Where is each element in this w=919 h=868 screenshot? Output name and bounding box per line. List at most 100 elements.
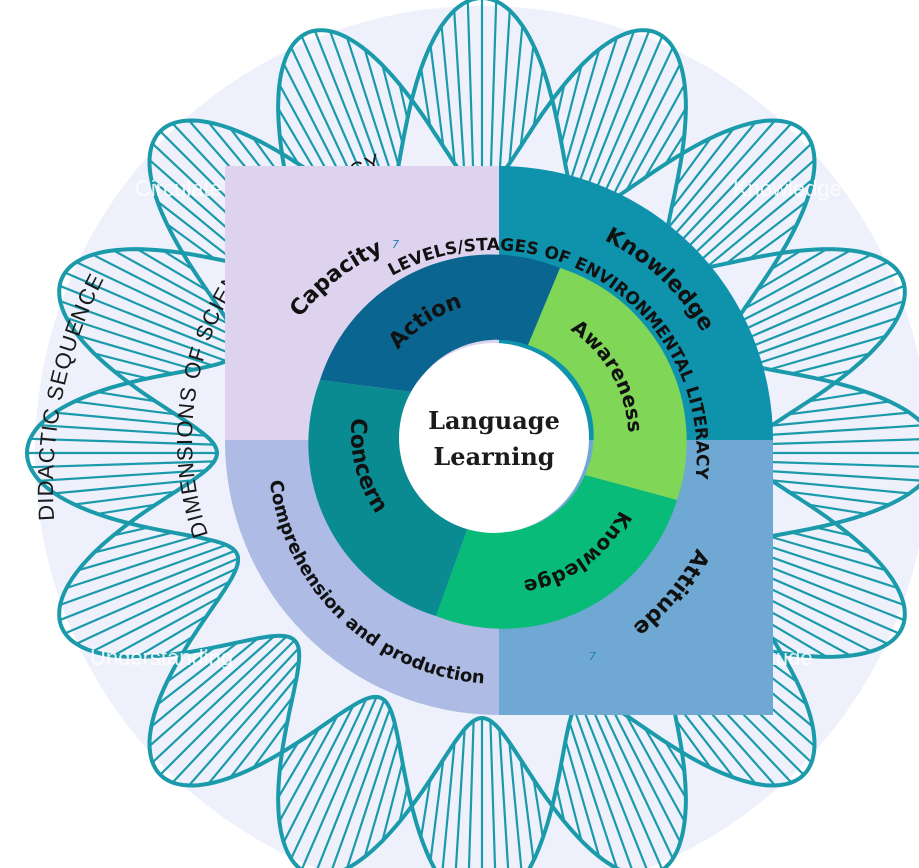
- helix-rung: [643, 727, 687, 799]
- helix-rung: [770, 635, 802, 657]
- helix-rung: [156, 641, 239, 706]
- helix-rung: [429, 759, 445, 861]
- helix-rung: [171, 647, 300, 784]
- helix-rung: [278, 133, 300, 165]
- center-title-line2: Learning: [433, 442, 554, 471]
- helix-rung: [750, 316, 898, 367]
- helix-rung: [676, 142, 813, 271]
- helix-rung: [519, 45, 535, 147]
- mark-b: 7: [589, 650, 596, 663]
- helix-rung: [441, 742, 456, 868]
- helix-rung: [59, 543, 227, 606]
- helix-rung: [560, 762, 583, 842]
- helix-rung: [728, 284, 905, 357]
- helix-rung: [758, 469, 919, 482]
- helix-rung: [791, 352, 871, 375]
- helix-rung: [229, 696, 294, 779]
- helix-rung: [688, 159, 816, 271]
- helix-rung: [727, 261, 889, 339]
- helix-rung: [489, 1, 498, 186]
- helix-rung: [398, 84, 409, 120]
- helix-rung: [440, 25, 456, 164]
- helix-rung: [769, 535, 887, 572]
- helix-rung: [151, 635, 288, 764]
- helix-rung: [725, 271, 900, 349]
- helix-rung: [346, 721, 396, 868]
- helix-rung: [609, 704, 682, 843]
- helix-rung: [489, 720, 497, 868]
- helix-rung: [519, 759, 535, 861]
- helix-rung: [316, 699, 386, 868]
- helix-rung: [93, 531, 173, 554]
- helix-rung: [113, 526, 149, 537]
- helix-rung: [92, 580, 231, 653]
- helix-rung: [498, 10, 511, 177]
- faint-label-top-left: Circulate: [135, 176, 222, 201]
- helix-rung: [75, 567, 237, 645]
- helix-rung: [148, 635, 276, 747]
- helix-rung: [508, 25, 524, 164]
- helix-rung: [30, 460, 215, 469]
- helix-rung: [670, 127, 735, 210]
- helix-rung: [675, 719, 712, 769]
- helix-rung: [159, 639, 296, 776]
- helix-strand-a: [24, 0, 919, 868]
- helix-rung: [664, 741, 686, 773]
- helix-rung: [156, 200, 239, 265]
- helix-rung: [282, 704, 355, 843]
- helix-rung: [815, 526, 851, 537]
- helix-rung: [331, 708, 392, 868]
- helix-rung: [771, 411, 910, 427]
- helix-rung: [166, 223, 216, 260]
- helix-rung: [207, 676, 298, 785]
- helix-rung: [77, 535, 195, 572]
- helix-rung: [54, 411, 193, 427]
- helix-rung: [668, 130, 805, 267]
- helix-rung: [466, 1, 475, 186]
- helix-rung: [756, 248, 828, 292]
- segment-knowledge-inner: [436, 475, 677, 629]
- helix-rung: [643, 107, 687, 179]
- helix-rung: [586, 35, 664, 210]
- helix-rung: [188, 659, 300, 787]
- helix-rung: [59, 300, 227, 363]
- helix-rung: [97, 503, 156, 515]
- helix-rung: [74, 400, 176, 416]
- helix-rung: [277, 727, 321, 799]
- helix-rung: [54, 479, 193, 495]
- helix-rung: [666, 121, 757, 230]
- helix-rung: [166, 646, 216, 683]
- helix-rung: [345, 37, 396, 185]
- helix-rung: [568, 721, 618, 868]
- helix-rung: [162, 635, 194, 657]
- helix-rung: [564, 48, 601, 166]
- helix-rung: [453, 10, 466, 177]
- helix-rung: [769, 334, 887, 371]
- helix-rung: [74, 490, 176, 506]
- helix-rung: [791, 531, 871, 554]
- helix-rung: [420, 779, 432, 838]
- helix-rung: [586, 696, 663, 868]
- helix-rung: [467, 720, 475, 868]
- helix-rung: [705, 178, 814, 269]
- helix-rung: [737, 300, 905, 363]
- helix-rung: [749, 438, 919, 446]
- mark-a: 7: [392, 238, 399, 251]
- helix-rung: [555, 84, 566, 120]
- helix-rung: [39, 424, 206, 437]
- helix-rung: [59, 549, 236, 622]
- center-circle: [399, 343, 589, 533]
- helix-rung: [64, 271, 239, 349]
- helix-rung: [66, 539, 214, 590]
- helix-rung: [572, 708, 633, 868]
- helix-rung: [555, 786, 566, 822]
- helix-rung: [675, 137, 712, 187]
- helix-rung: [532, 779, 544, 838]
- helix-rung: [301, 696, 378, 868]
- helix-rung: [398, 786, 409, 822]
- helix-rung: [808, 391, 867, 403]
- helix-rung: [136, 614, 208, 658]
- quadrant-knowledge-outer: [499, 166, 773, 440]
- helix-rung: [508, 742, 523, 868]
